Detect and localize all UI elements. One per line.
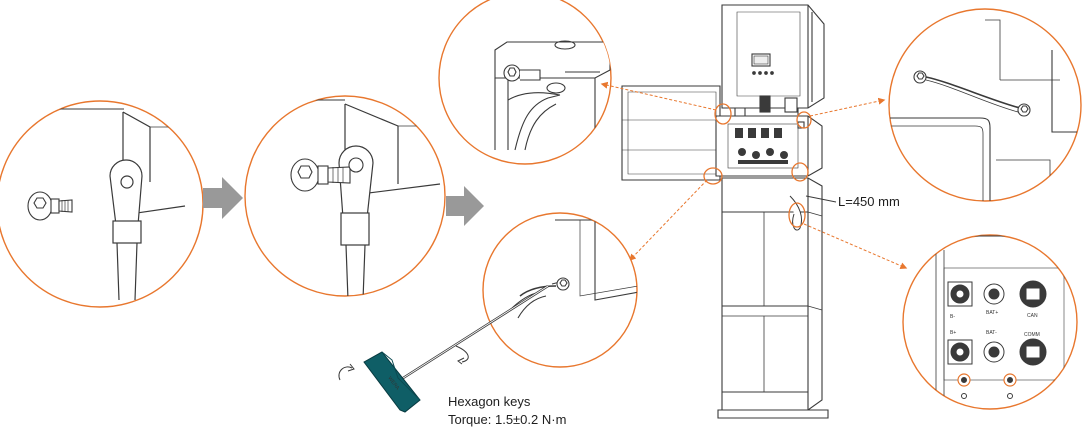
leader-lines [600, 81, 908, 269]
step2-detail-circle [244, 95, 446, 297]
tool-name-label: Hexagon keys [448, 394, 531, 409]
can-port [1019, 280, 1047, 308]
hex-key-icon: WERA [338, 284, 549, 413]
port-label-b-minus: B- [950, 314, 955, 320]
port-label-can: CAN [1027, 313, 1038, 319]
port-label-b-plus: B+ [950, 330, 956, 336]
port-label-bat-plus: BAT+ [986, 310, 998, 316]
bolt-icon [290, 157, 364, 192]
b-plus-port [947, 339, 973, 365]
port-label-comm: COMM [1024, 332, 1040, 338]
inverter-battery-tower [621, 4, 829, 419]
b-minus-port [947, 281, 973, 307]
comm-port [1019, 338, 1047, 366]
step-arrow-icon [203, 177, 243, 219]
hex-key-detail-circle [482, 212, 638, 368]
highlight-markers [703, 103, 812, 228]
torque-label: Torque: 1.5±0.2 N·m [448, 412, 566, 427]
bat-minus-port [983, 341, 1005, 363]
port-label-bat-minus: BAT- [986, 330, 997, 336]
step-arrow-icon [446, 186, 484, 226]
battery-ports-detail-circle: B- B+ BAT+ BAT- CAN COMM [902, 234, 1078, 410]
cable-length-label: L=450 mm [838, 194, 900, 209]
bolt-icon [27, 191, 73, 221]
bracket-screw-detail-circle [438, 0, 612, 165]
frame-cable-detail-circle [888, 8, 1082, 202]
bat-plus-port [983, 283, 1005, 305]
step1-detail-circle [0, 100, 204, 308]
